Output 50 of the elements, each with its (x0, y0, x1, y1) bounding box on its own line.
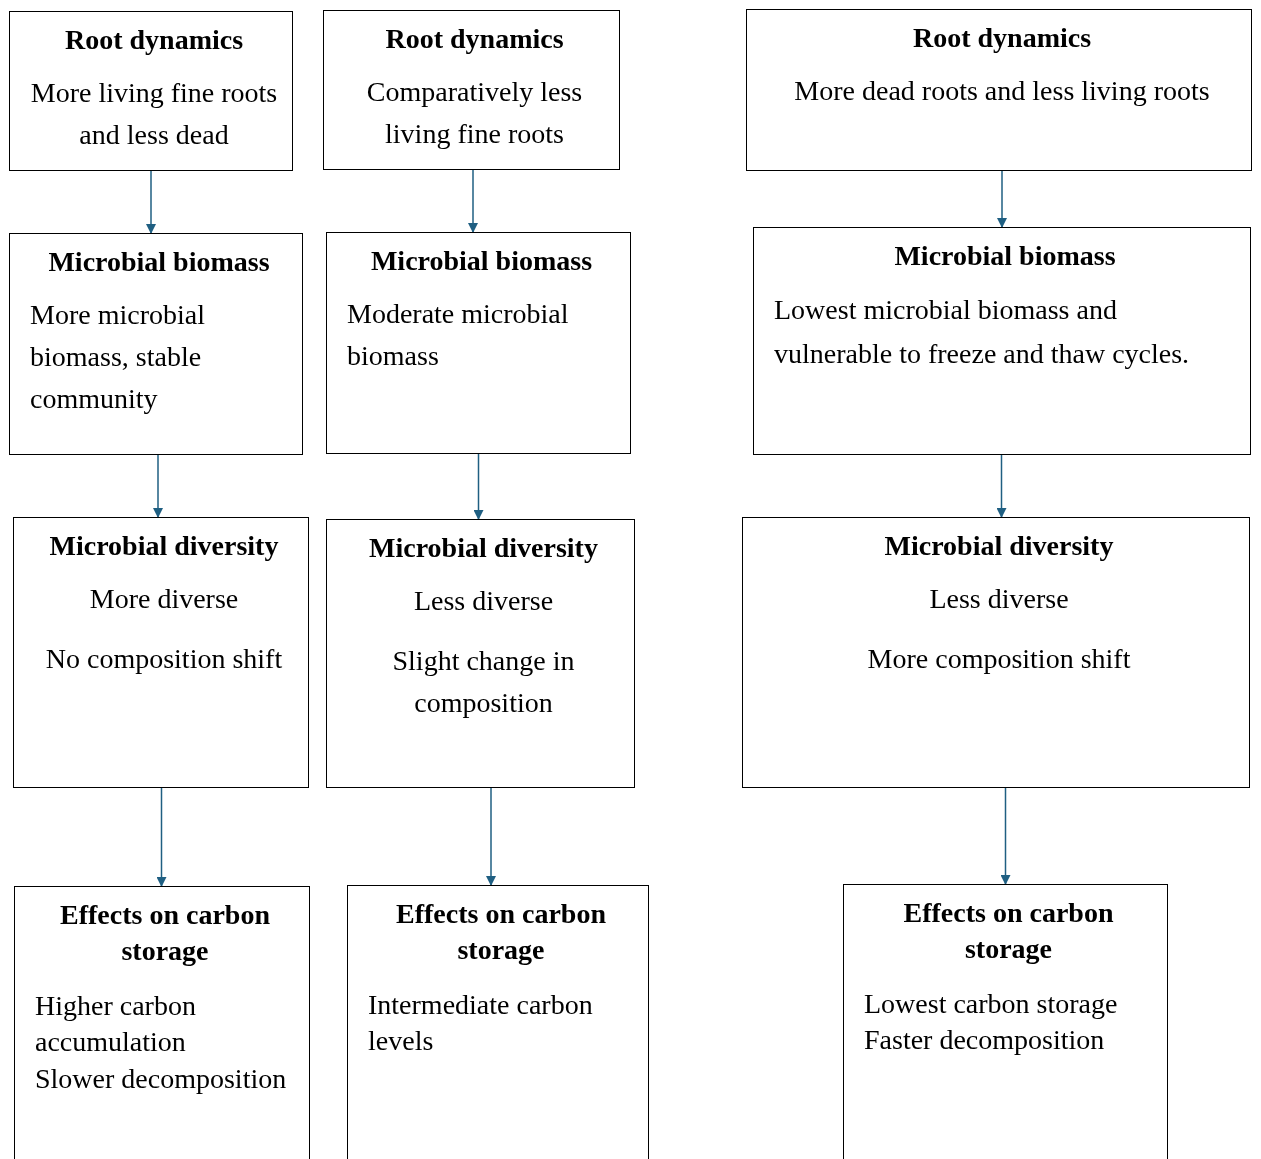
box-text: More composition shift (866, 642, 1132, 677)
process-box (326, 519, 635, 788)
box-text: Faster decomposition (864, 1023, 1106, 1058)
box-heading: Effects on carbon storage (395, 897, 607, 968)
process-box (9, 11, 293, 171)
process-box (14, 886, 310, 1159)
box-heading: Root dynamics (384, 22, 565, 56)
box-text: More microbial biomass, stable community (30, 298, 206, 417)
arrow (486, 787, 496, 886)
process-box (753, 227, 1251, 455)
box-heading: Effects on carbon storage (59, 898, 271, 969)
box-text: More dead roots and less living roots (793, 74, 1211, 109)
box-text: Higher carbon accumulation (35, 988, 197, 1060)
box-text: Slight change in composition (391, 644, 576, 721)
box-heading: Microbial biomass (369, 244, 594, 278)
process-box (746, 9, 1252, 171)
box-text: Slower decomposition (35, 1061, 288, 1096)
arrow (473, 453, 484, 520)
box-text: No composition shift (44, 642, 284, 677)
box-heading: Microbial biomass (47, 245, 271, 279)
box-text: Lowest carbon storage (864, 986, 1119, 1021)
box-heading: Microbial diversity (368, 531, 599, 565)
box-heading: Microbial diversity (883, 529, 1115, 563)
box-text: Moderate microbial biomass (347, 297, 570, 374)
arrow (156, 787, 167, 887)
arrow (146, 170, 156, 234)
box-text: Less diverse (412, 584, 555, 619)
arrow (153, 454, 163, 518)
box-text: More living fine roots and less dead (30, 76, 278, 153)
arrow (997, 170, 1007, 228)
process-box (326, 232, 631, 454)
arrow (996, 454, 1007, 518)
box-heading: Root dynamics (63, 23, 245, 57)
box-text: Intermediate carbon levels (368, 987, 594, 1059)
box-text: Lowest microbial biomass and vulnerable to freeze and thaw cycles. (774, 293, 1191, 371)
process-box (323, 10, 620, 170)
box-text: More diverse (88, 582, 240, 617)
arrow (1000, 787, 1011, 885)
process-box (9, 233, 303, 455)
box-text: Comparatively less living fine roots (365, 75, 584, 152)
box-heading: Microbial biomass (893, 239, 1117, 273)
process-box (347, 885, 649, 1159)
box-heading: Effects on carbon storage (902, 896, 1115, 967)
box-heading: Root dynamics (911, 21, 1093, 55)
process-box (742, 517, 1250, 788)
process-box (13, 517, 309, 788)
box-heading: Microbial diversity (48, 529, 280, 563)
box-text: Less diverse (928, 582, 1070, 617)
process-box (843, 884, 1168, 1159)
arrow (468, 169, 478, 233)
